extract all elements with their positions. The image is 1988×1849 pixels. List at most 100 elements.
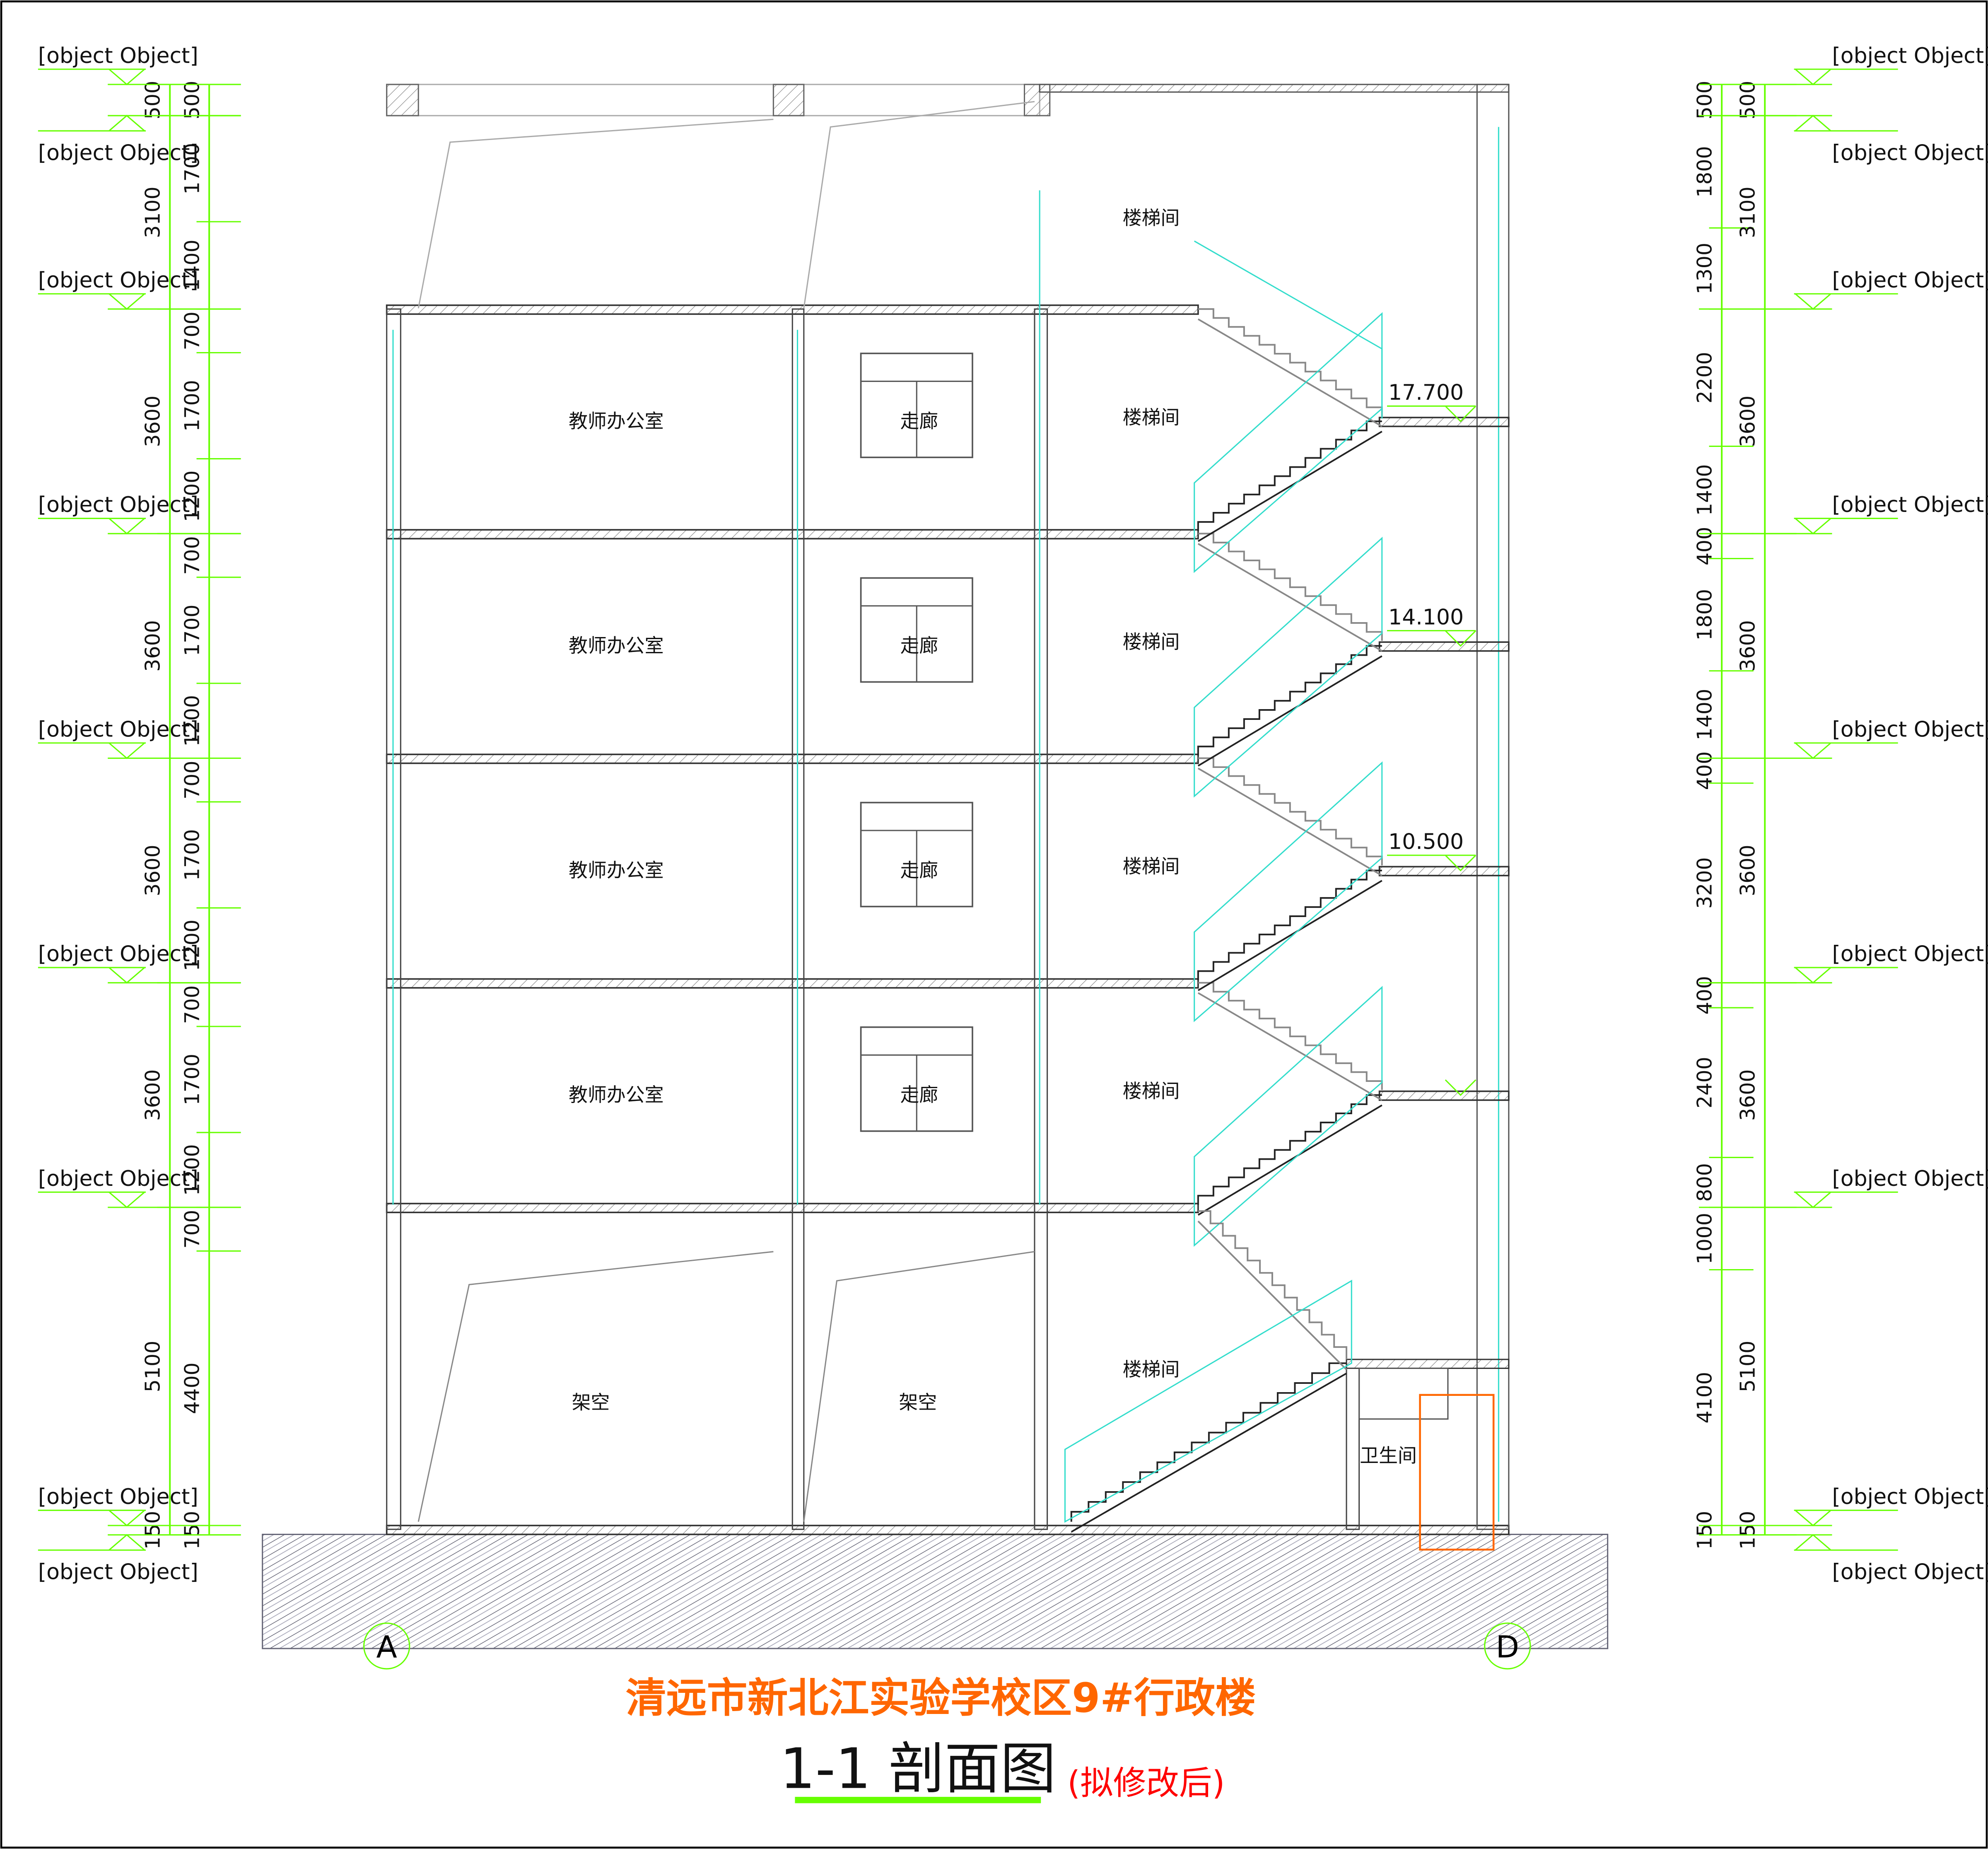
ground-hatch [262, 1533, 1609, 1649]
right-wall [1476, 84, 1510, 1530]
stair-flight-up [1197, 1094, 1382, 1205]
elevation-label: [object Object] [1832, 717, 1988, 742]
axis-d: D [1484, 1622, 1531, 1670]
elevation-triangle [109, 1192, 145, 1208]
elevation-triangle [1795, 1534, 1831, 1551]
elevation-label: [object Object] [1832, 140, 1988, 165]
dim-value: 150 [141, 1511, 165, 1550]
elevation-label: [object Object] [1832, 268, 1988, 293]
elevation-triangle [1795, 742, 1831, 759]
stair-flight-beyond-soffit [1197, 318, 1382, 427]
dim-value: 400 [1693, 527, 1717, 565]
roof-frame [386, 84, 1040, 116]
elevation-label: [object Object] [38, 942, 198, 967]
landing-triangle [1445, 1079, 1477, 1096]
dim-value: 2400 [1693, 1057, 1717, 1108]
room-label-office: 教师办公室 [569, 859, 664, 881]
room-label-corridor: 走廊 [900, 1084, 938, 1106]
dim-value: 150 [1693, 1511, 1717, 1550]
elevation-triangle [1795, 1510, 1831, 1527]
stair-landing [1378, 866, 1510, 876]
stair-landing [1378, 417, 1510, 427]
dim-value: 1000 [1693, 1213, 1717, 1265]
landing-triangle [1445, 854, 1477, 871]
dim-value: 1200 [181, 471, 204, 522]
dim-value: 1400 [1693, 464, 1717, 516]
axis-a: A [363, 1622, 410, 1670]
building-section [386, 84, 1510, 1551]
dim-value: 3100 [1736, 186, 1760, 238]
stair-flight-beyond-soffit [1197, 768, 1382, 876]
dim-value: 3600 [141, 620, 165, 672]
elevation-triangle [109, 518, 145, 535]
subtitle-underline [795, 1797, 1041, 1803]
dim-value: 400 [1693, 751, 1717, 790]
elevation-label: [object Object] [1832, 43, 1988, 68]
dim-value: 3200 [1693, 857, 1717, 909]
roof-beam-line [417, 118, 774, 309]
room-label-stair: 楼梯间 [1123, 631, 1180, 653]
stair-flight-up [1197, 645, 1382, 756]
room-label-stair: 楼梯间 [1123, 406, 1180, 428]
dim-value: 4400 [181, 1362, 204, 1414]
ground-slab [386, 1525, 1510, 1535]
stair-flight-up-soffit [1197, 1104, 1382, 1216]
dim-value: 1200 [181, 695, 204, 747]
elevation-label: [object Object] [1832, 1485, 1988, 1509]
stair-flight-beyond [1198, 308, 1383, 416]
stair-flight-up-soffit [1197, 880, 1382, 991]
room-label-toilet: 卫生间 [1360, 1444, 1417, 1467]
dim-value: 700 [181, 311, 204, 350]
elevation-label: [object Object] [1832, 492, 1988, 517]
column [791, 308, 805, 1530]
elevation-label: [object Object] [38, 717, 198, 742]
room-label-office: 教师办公室 [569, 635, 664, 657]
dim-value: 500 [1693, 81, 1717, 119]
room-label-open: 架空 [572, 1391, 610, 1413]
room-label-corridor: 走廊 [900, 859, 938, 881]
beam-line [417, 1251, 774, 1522]
toilet-pit [1419, 1394, 1495, 1551]
dim-value: 5100 [1736, 1341, 1760, 1393]
toilet-roof [1346, 1359, 1510, 1369]
stair-flight-beyond [1198, 533, 1383, 641]
dim-value: 1300 [1693, 243, 1717, 294]
revision-note: (拟修改后) [1067, 1764, 1225, 1802]
room-label-stair: 楼梯间 [1123, 207, 1180, 229]
ground-fill [262, 1533, 1609, 1649]
dim-value: 3600 [141, 1069, 165, 1121]
dim-value: 700 [181, 760, 204, 799]
dim-value: 700 [181, 536, 204, 574]
dim-value: 3600 [141, 396, 165, 447]
elevation-triangle [109, 1510, 145, 1527]
handrail-outline [1194, 536, 1383, 798]
elevation-triangle [109, 293, 145, 310]
room-labels: 教师办公室走廊楼梯间教师办公室走廊楼梯间教师办公室走廊楼梯间教师办公室走廊楼梯间… [569, 207, 1417, 1467]
landing-triangle [1445, 630, 1477, 647]
stair-flight-ground-beyond [1198, 1210, 1348, 1359]
elevation-label: [object Object] [38, 43, 198, 68]
elevation-label: [object Object] [38, 1166, 198, 1191]
beam-line [803, 1251, 1035, 1522]
dim-value: 150 [181, 1511, 204, 1550]
dim-value: 1800 [1693, 146, 1717, 198]
stairs [1064, 240, 1383, 1533]
dim-value: 500 [141, 81, 165, 119]
stair-flight-up-soffit [1197, 655, 1382, 767]
elevation-triangle [1795, 1192, 1831, 1208]
landing-triangle [1445, 406, 1477, 422]
landing-elevation-label: 17.700 [1388, 380, 1464, 405]
handrail-outline [1194, 986, 1383, 1247]
stair-landing [1378, 1090, 1510, 1101]
stair-flight-beyond-soffit [1197, 543, 1382, 652]
elevation-triangle [1795, 518, 1831, 535]
dim-value: 1700 [181, 380, 204, 432]
room-label-corridor: 走廊 [900, 635, 938, 657]
handrail-outline [1194, 761, 1383, 1022]
axis-d-label: D [1496, 1629, 1520, 1665]
handrail-outline [1194, 312, 1383, 573]
stair-flight-ground-soffit [1071, 1372, 1347, 1533]
roof-column [772, 84, 805, 116]
